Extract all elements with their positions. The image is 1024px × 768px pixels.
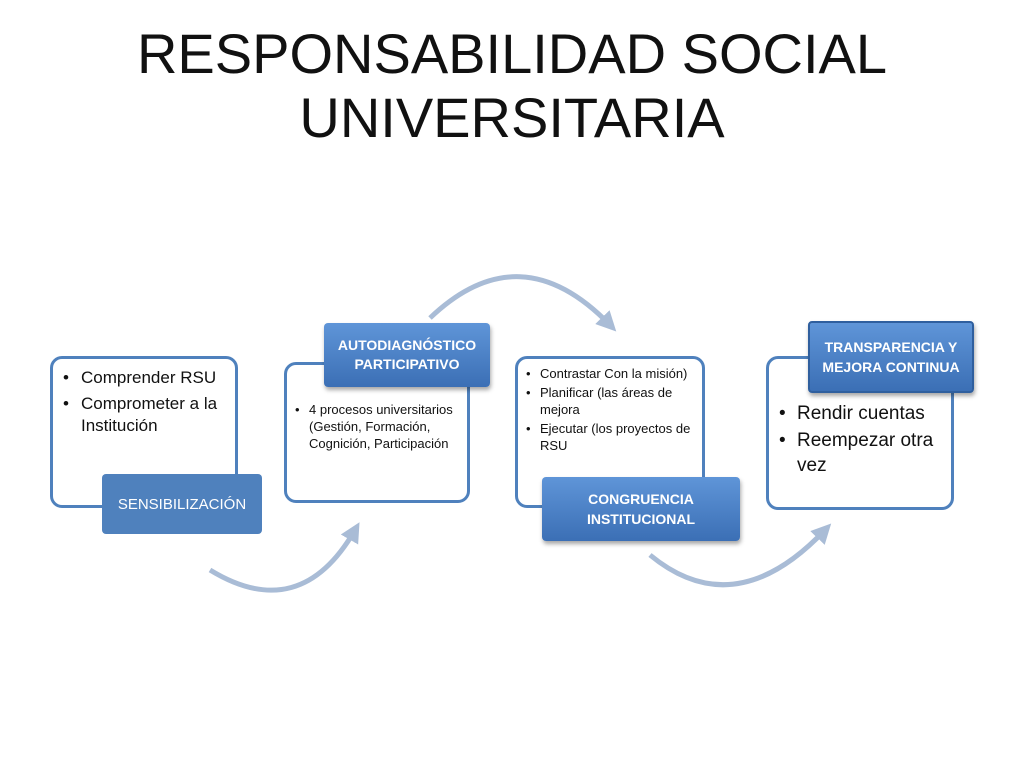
arrow-sensibilizacion-to-autodiagnostico — [208, 522, 360, 593]
stage-label-autodiagnostico: AUTODIAGNÓSTICO PARTICIPATIVO — [324, 323, 490, 387]
list-item: Comprender RSU — [61, 367, 227, 389]
stage-items: Comprender RSU Comprometer a la Instituc… — [61, 367, 227, 437]
stage-label-sensibilizacion: SENSIBILIZACIÓN — [102, 474, 262, 534]
list-item: 4 procesos universitarios (Gestión, Form… — [293, 401, 459, 452]
arrow-congruencia-to-transparencia — [648, 523, 832, 588]
stage-items: Contrastar Con la misión) Planificar (la… — [524, 365, 694, 454]
stage-items: 4 procesos universitarios (Gestión, Form… — [293, 401, 459, 452]
list-item: Planificar (las áreas de mejora — [524, 384, 694, 418]
list-item: Contrastar Con la misión) — [524, 365, 694, 382]
arrow-autodiagnostico-to-congruencia — [428, 274, 617, 332]
list-item: Ejecutar (los proyectos de RSU — [524, 420, 694, 454]
stage-label-congruencia: CONGRUENCIA INSTITUCIONAL — [542, 477, 740, 541]
title-line-2: UNIVERSITARIA — [299, 86, 725, 149]
list-item: Rendir cuentas — [777, 401, 943, 426]
title-line-1: RESPONSABILIDAD SOCIAL — [136, 22, 887, 85]
list-item: Comprometer a la Institución — [61, 393, 227, 437]
stage-items: Rendir cuentas Reempezar otra vez — [777, 401, 943, 478]
page-title: RESPONSABILIDAD SOCIAL UNIVERSITARIA — [0, 22, 1024, 150]
list-item: Reempezar otra vez — [777, 428, 943, 478]
stage-label-transparencia: TRANSPARENCIA Y MEJORA CONTINUA — [808, 321, 974, 393]
